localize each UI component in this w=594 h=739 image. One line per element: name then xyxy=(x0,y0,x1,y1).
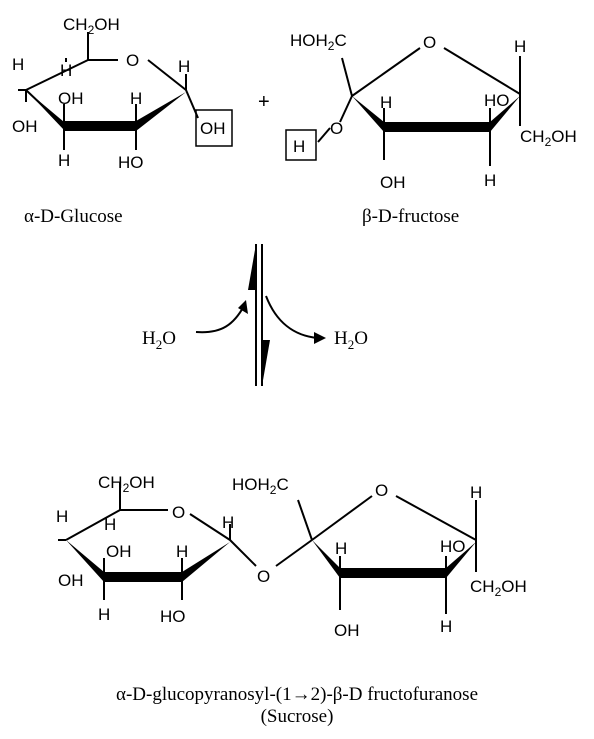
fructose-h-c3: H xyxy=(380,93,392,112)
alpha-d-glucose-structure: CH2OH O H H H OH OH H H HO OH α-D-Glucos… xyxy=(12,15,233,227)
sucrose-common-name: (Sucrose) xyxy=(261,706,334,727)
sucrose-glc-oh-c4: OH xyxy=(58,571,84,590)
sucrose-glc-wedge-right xyxy=(182,542,230,582)
glucose-name: α-D-Glucose xyxy=(24,206,123,227)
sucrose-glc-wedge-left xyxy=(66,540,104,582)
glucose-h-c2: H xyxy=(130,89,142,108)
sucrose-fru-bold-bond xyxy=(340,568,446,578)
glucose-wedge-right xyxy=(136,92,186,131)
water-in-label: H2O xyxy=(142,328,176,352)
sucrose-fru-h-c5: H xyxy=(470,483,482,502)
fructose-boxed-h: H xyxy=(293,137,305,156)
sucrose-glc-h-c2: H xyxy=(176,542,188,561)
sucrose-structure: CH2OH O H H H OH OH H H HO O HOH2C O H H… xyxy=(56,473,527,727)
fructose-ho-c4: HO xyxy=(484,91,510,110)
sucrose-fru-h-c4: H xyxy=(440,617,452,636)
sucrose-fru-wedge-left xyxy=(312,540,340,578)
glucose-wedge-left xyxy=(26,90,64,130)
fructose-bold-bond xyxy=(384,122,490,132)
fructose-oh-c3: OH xyxy=(380,173,406,192)
glucose-oh-c3: OH xyxy=(58,89,84,108)
fructose-name: β-D-fructose xyxy=(362,206,459,227)
fructose-o: O xyxy=(330,119,343,138)
sucrose-fru-ring-o: O xyxy=(375,481,388,500)
sucrose-glc-ring-o: O xyxy=(172,503,185,522)
glucose-oh-highlight-box xyxy=(195,109,233,147)
glucose-h-c5-ring: H xyxy=(60,61,72,80)
sucrose-fru-oh-c3: OH xyxy=(334,621,360,640)
forward-arrow-head xyxy=(248,244,256,290)
glucose-h-c3: H xyxy=(58,151,70,170)
water-out-label: H2O xyxy=(334,328,368,352)
equilibrium-arrows: H2O H2O xyxy=(142,244,368,386)
glucose-h-c5: H xyxy=(12,55,24,74)
glucose-ring-o: O xyxy=(126,51,139,70)
water-in-curve xyxy=(195,305,245,334)
sucrose-fru-hoh2c-label: HOH2C xyxy=(232,475,289,497)
plus-sign: + xyxy=(258,91,270,113)
water-in-arrowhead xyxy=(238,300,248,314)
fructose-h-c4: H xyxy=(484,171,496,190)
water-out-curve xyxy=(265,295,319,339)
fructose-hoh2c-label: HOH2C xyxy=(290,31,347,53)
sucrose-glc-bold-bond xyxy=(104,572,182,582)
fructose-ring-o: O xyxy=(423,33,436,52)
fructose-h-highlight-box xyxy=(285,129,317,161)
fructose-wedge-left xyxy=(352,96,384,132)
sucrose-glc-h-c3: H xyxy=(98,605,110,624)
sucrose-fru-ho-c4: HO xyxy=(440,537,466,556)
sucrose-fru-wedge-right xyxy=(446,542,476,578)
sucrose-fru-h-c3: H xyxy=(335,539,347,558)
glucose-ch2oh-label: CH2OH xyxy=(63,15,120,37)
sucrose-glc-h-c5: H xyxy=(56,507,68,526)
glucose-h-c1: H xyxy=(178,57,190,76)
fructose-wedge-right xyxy=(490,96,520,132)
sucrose-systematic-name: α-D-glucopyranosyl-(1→2)-β-D fructofuran… xyxy=(116,684,478,705)
sucrose-glc-h-c5-ring: H xyxy=(104,515,116,534)
glucose-boxed-oh: OH xyxy=(200,119,226,138)
fructose-ch2oh-label: CH2OH xyxy=(520,127,577,149)
reverse-arrow-head xyxy=(262,340,270,386)
sucrose-glc-oh-c3: OH xyxy=(106,542,132,561)
sucrose-fru-ch2oh-label: CH2OH xyxy=(470,577,527,599)
glucose-oh-c4: OH xyxy=(12,117,38,136)
fructose-h-c5: H xyxy=(514,37,526,56)
sucrose-glc-ch2oh-label: CH2OH xyxy=(98,473,155,495)
glucose-bold-bond xyxy=(64,121,136,131)
water-out-arrowhead xyxy=(314,332,326,344)
sucrose-glc-h-c1: H xyxy=(222,513,234,532)
glucose-ho-c2: HO xyxy=(118,153,144,172)
beta-d-fructose-structure: HOH2C O H O H H OH HO H CH2OH β-D-fructo… xyxy=(285,31,577,227)
sucrose-bridge-o: O xyxy=(257,567,270,586)
sucrose-glc-ho-c2: HO xyxy=(160,607,186,626)
